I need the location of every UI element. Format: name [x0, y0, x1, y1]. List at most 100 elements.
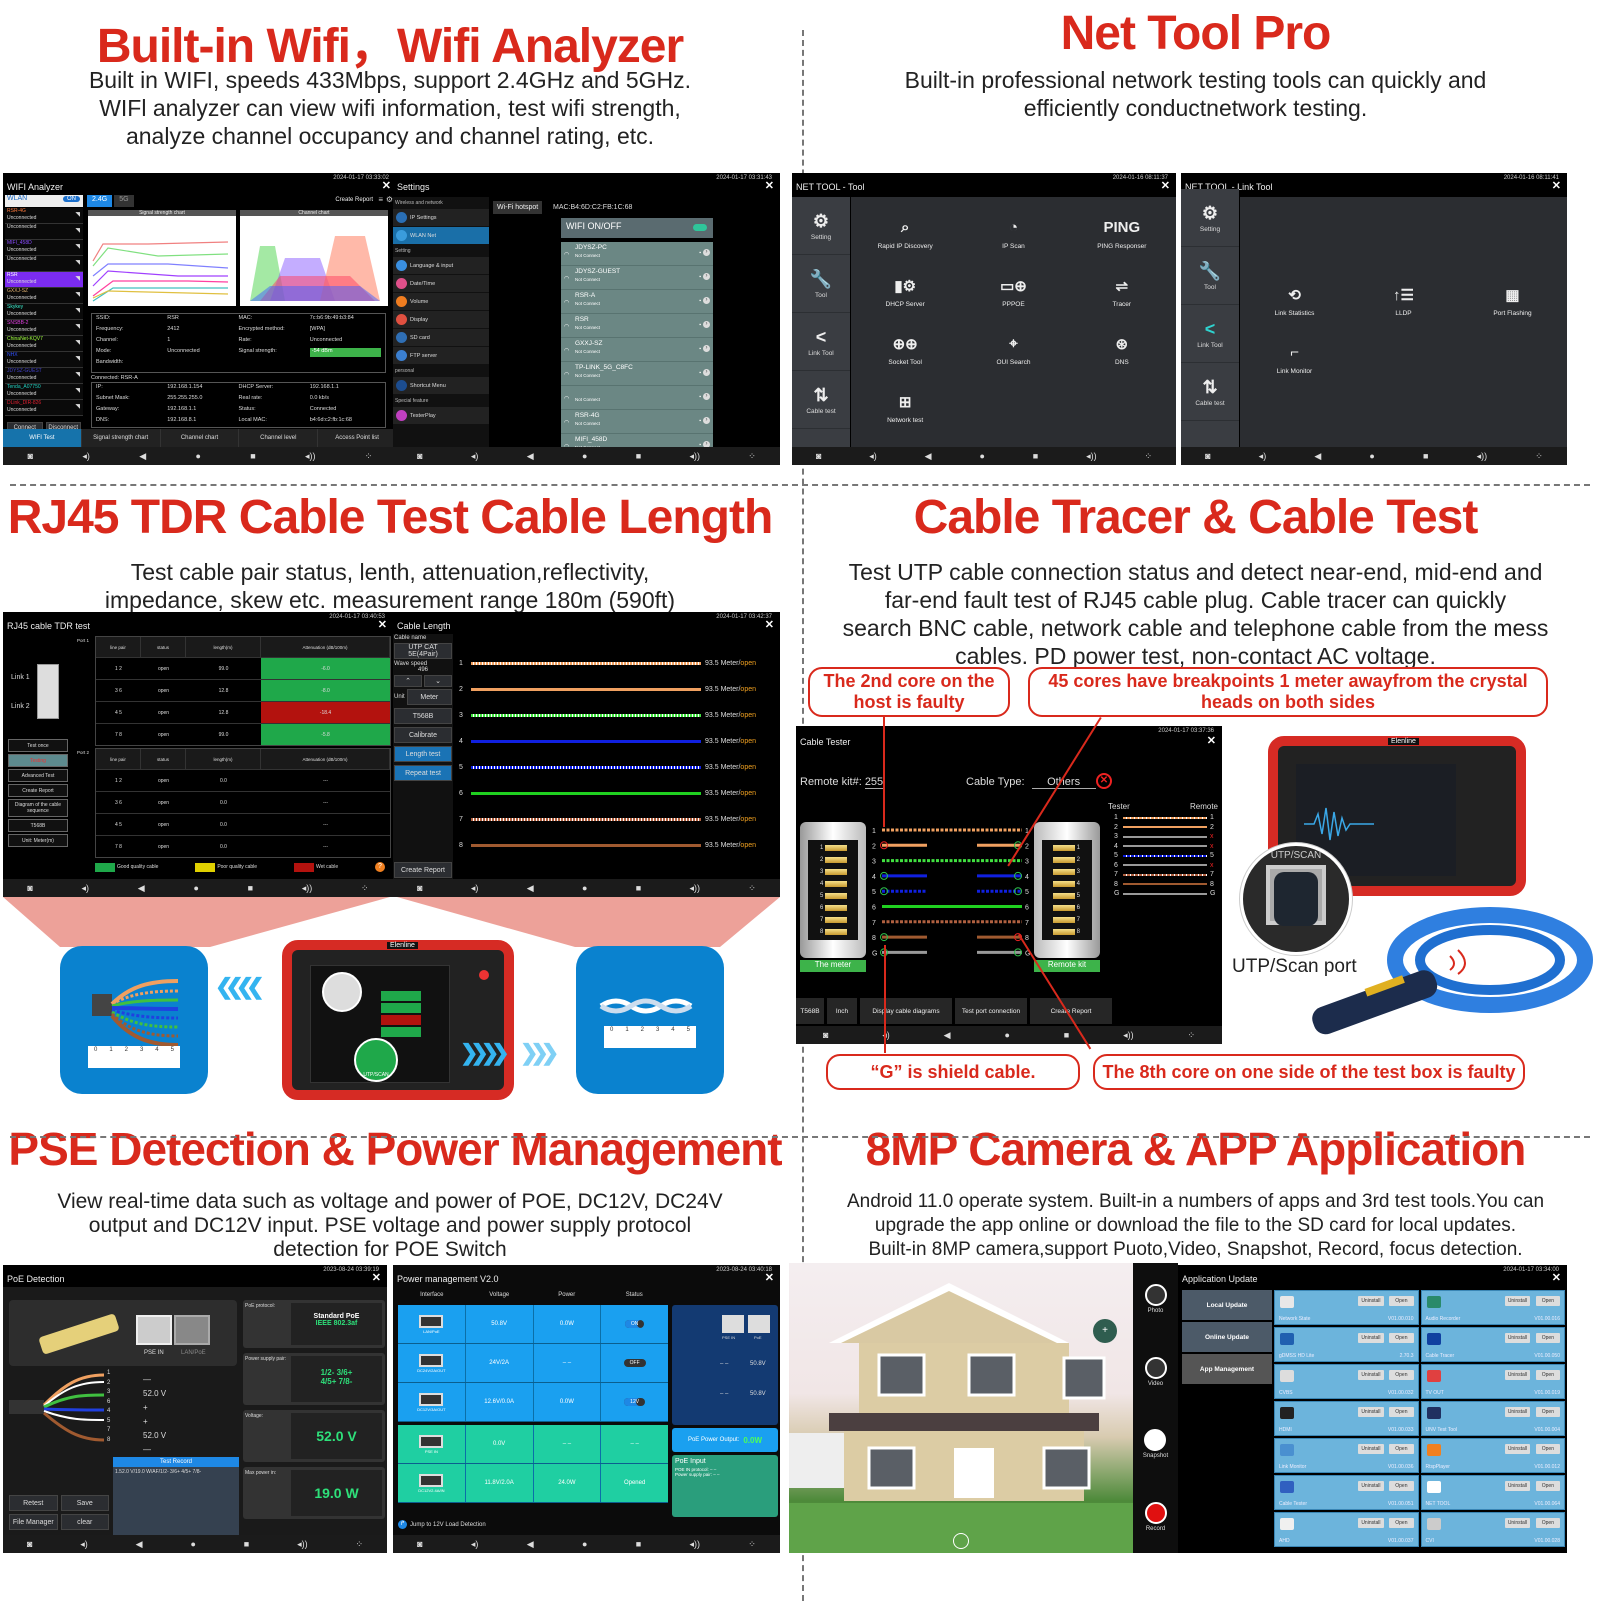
recents-icon[interactable]: ■ [243, 1539, 250, 1549]
volume-up-icon[interactable]: ◂)) [297, 1538, 308, 1549]
chevron-right-icon[interactable]: › [703, 249, 710, 256]
gear-icon[interactable]: ⚙ [385, 195, 393, 204]
tool-item[interactable]: ▭⊕PPPOE [959, 263, 1067, 321]
back-icon[interactable]: ◀ [526, 1538, 534, 1549]
sidebar-item-cable-test[interactable]: ⇅Cable test [792, 371, 850, 429]
create-report-button[interactable]: Create Report [335, 197, 373, 203]
unit-button[interactable]: Meter [406, 689, 452, 705]
wifi-list-item[interactable]: ◠MIFI_458DNot Connect▪› [561, 436, 713, 447]
open-button[interactable]: Open [1535, 1370, 1560, 1380]
tdr-button[interactable]: T568B [8, 819, 68, 832]
uninstall-button[interactable]: Uninstall [1504, 1444, 1530, 1454]
settings-menu-item[interactable]: WLAN Net [393, 227, 489, 245]
sidebar-item-cable-test[interactable]: ⇅Cable test [1181, 363, 1239, 421]
back-icon[interactable]: ◀ [135, 1538, 143, 1549]
open-button[interactable]: Open [1535, 1518, 1560, 1528]
tool-item[interactable]: ↑☰LLDP [1349, 272, 1458, 330]
close-icon[interactable]: ✕ [1206, 735, 1216, 747]
close-icon[interactable]: ✕ [764, 180, 774, 192]
wifi-toggle-switch[interactable] [693, 224, 707, 231]
volume-down-icon[interactable]: ◂) [869, 450, 877, 461]
calibrate-button[interactable]: Calibrate [394, 727, 452, 743]
apps-icon[interactable]: ⁘ [1535, 450, 1543, 461]
open-button[interactable]: Open [1389, 1518, 1414, 1528]
apps-icon[interactable]: ⁘ [1144, 450, 1152, 461]
settings-menu-item[interactable]: Language & input [393, 257, 489, 275]
tool-item[interactable]: ⊞Network test [851, 379, 959, 437]
tdr-button[interactable]: Unit: Meter(m) [8, 834, 68, 847]
volume-up-icon[interactable]: ◂)) [301, 882, 313, 893]
sidebar-item-tool[interactable]: 🔧Tool [1181, 247, 1239, 305]
volume-up-icon[interactable]: ◂)) [1476, 450, 1488, 461]
uninstall-button[interactable]: Uninstall [1358, 1370, 1384, 1380]
jump-12v-link[interactable]: ↱ Jump to 12V Load Detection [398, 1520, 486, 1529]
uninstall-button[interactable]: Uninstall [1358, 1407, 1384, 1417]
status-toggle[interactable]: ON [624, 1320, 645, 1328]
camera-control-video[interactable]: Video [1144, 1356, 1167, 1387]
home-icon[interactable]: ● [190, 1539, 196, 1549]
open-button[interactable]: Open [1389, 1333, 1414, 1343]
sidebar-item-link-tool[interactable]: <Link Tool [1181, 305, 1239, 363]
settings-menu-item[interactable]: Shortcut Menu [393, 377, 489, 395]
uninstall-button[interactable]: Uninstall [1358, 1444, 1384, 1454]
sidebar-item-setting[interactable]: ⚙Setting [792, 197, 850, 255]
volume-down-icon[interactable]: ◂) [470, 1538, 479, 1549]
apps-icon[interactable]: ⁘ [364, 450, 373, 461]
close-icon[interactable]: ✕ [381, 180, 391, 192]
cable-name-button[interactable]: UTP CAT 5E(4Pair) [394, 643, 452, 659]
home-icon[interactable]: ● [1369, 451, 1375, 461]
file-manager-button[interactable]: File Manager [9, 1514, 58, 1530]
cable-type-value[interactable]: Others [1031, 776, 1096, 789]
network-list-item[interactable]: Unconnected◥ [5, 224, 83, 240]
toolbar-button[interactable]: Display cable diagrams [860, 998, 952, 1024]
camera-control-photo[interactable]: Photo [1144, 1284, 1167, 1314]
status-toggle[interactable]: 12V [624, 1398, 646, 1406]
open-button[interactable]: Open [1389, 1481, 1414, 1491]
close-icon[interactable]: ✕ [764, 619, 774, 631]
update-menu-item[interactable]: Online Update [1182, 1322, 1272, 1352]
uninstall-button[interactable]: Uninstall [1504, 1518, 1530, 1528]
recents-icon[interactable]: ■ [635, 1539, 642, 1549]
close-icon[interactable]: ✕ [764, 1272, 774, 1284]
home-icon[interactable]: ● [195, 451, 201, 461]
bottom-tab[interactable]: Channel chart [161, 429, 240, 447]
apps-icon[interactable]: ⁘ [361, 882, 369, 893]
volume-up-icon[interactable]: ◂)) [689, 1538, 700, 1549]
camera-icon[interactable]: ◙ [815, 451, 822, 461]
chevron-right-icon[interactable]: › [703, 417, 710, 424]
create-report-button[interactable]: Create Report [394, 862, 452, 878]
wave-speed-down-button[interactable]: ⌄ [424, 675, 452, 687]
back-icon[interactable]: ◀ [526, 882, 534, 893]
recents-icon[interactable]: ■ [1423, 451, 1429, 461]
volume-up-icon[interactable]: ◂)) [689, 882, 700, 893]
bottom-tab[interactable]: Signal strength chart [82, 429, 161, 447]
volume-down-icon[interactable]: ◂) [82, 450, 90, 461]
recents-icon[interactable]: ■ [250, 451, 256, 461]
back-icon[interactable]: ◀ [139, 450, 147, 461]
toolbar-button[interactable]: T568B [796, 998, 824, 1024]
close-icon[interactable]: ✕ [371, 1272, 381, 1284]
home-icon[interactable]: ● [1004, 1030, 1010, 1040]
network-list-item[interactable]: Unconnected◥ [5, 256, 83, 272]
apps-icon[interactable]: ⁘ [748, 882, 756, 893]
tool-item[interactable]: ⇌Tracer [1068, 263, 1176, 321]
home-icon[interactable]: ● [193, 883, 199, 893]
save-button[interactable]: Save [60, 1495, 109, 1511]
t568b-button[interactable]: T568B [394, 708, 452, 724]
volume-down-icon[interactable]: ◂) [882, 1029, 890, 1040]
tool-item[interactable]: ⟲Link Statistics [1240, 272, 1349, 330]
toolbar-button[interactable]: Test port connection [955, 998, 1027, 1024]
apps-icon[interactable]: ⁘ [748, 1538, 756, 1549]
chevron-right-icon[interactable]: › [703, 345, 710, 352]
tdr-button[interactable]: Advanced Test [8, 769, 68, 782]
repeat-test-button[interactable]: Repeat test [394, 765, 452, 781]
clear-button[interactable]: clear [60, 1514, 109, 1530]
retest-button[interactable]: Retest [9, 1495, 58, 1511]
